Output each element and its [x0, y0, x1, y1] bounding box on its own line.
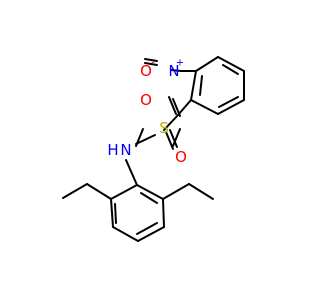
sulfonyl-oxygen-bottom-label: O [175, 148, 187, 166]
atom-labels: N + O - O S O H N [107, 58, 187, 167]
nitro-oxygen-charge: - [151, 58, 155, 69]
amide-hydrogen-label: H [107, 141, 118, 159]
sulfonyl-oxygen-top-label: O [140, 91, 152, 109]
nitro-nitrogen-charge: + [176, 58, 184, 69]
sulfur-label: S [159, 119, 169, 137]
bond-lines [62, 56, 245, 242]
nitro-nitrogen-label: N [168, 62, 179, 80]
molecule-structure-diagram: N + O - O S O H N [62, 56, 245, 242]
nitro-oxygen-label: O [140, 62, 152, 80]
amide-nitrogen-label: N [120, 141, 131, 159]
